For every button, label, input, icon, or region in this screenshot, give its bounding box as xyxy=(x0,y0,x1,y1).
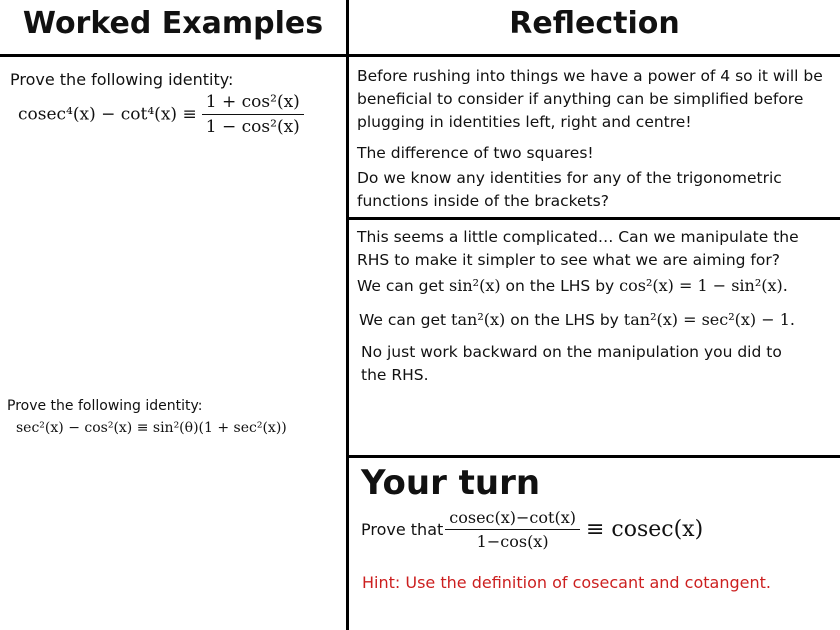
reflection2-p2-mid: on the LHS by xyxy=(505,277,615,295)
your-turn-title: Your turn xyxy=(361,463,541,503)
reflection2-paragraph1: This seems a little complicated… Can we … xyxy=(357,228,799,269)
your-turn-fraction: cosec(x)−cot(x) 1−cos(x) xyxy=(445,508,580,551)
reflection2-p3-mid: on the LHS by xyxy=(510,311,619,329)
reflection1-paragraph2: The difference of two squares! xyxy=(357,144,594,162)
reflection-heading: Reflection xyxy=(509,6,680,41)
your-turn-problem: Prove that cosec(x)−cot(x) 1−cos(x) ≡ co… xyxy=(361,508,703,551)
reflection2-p2-text: We can get xyxy=(357,277,445,295)
hint-text: Hint: Use the definition of cosecant and… xyxy=(362,573,771,592)
reflection-divider-2 xyxy=(349,455,840,458)
example1-prompt: Prove the following identity: xyxy=(10,70,234,89)
example2-identity: sec²(x) − cos²(x) ≡ sin²(θ)(1 + sec²(x)) xyxy=(16,420,287,436)
reflection1-paragraph3: Do we know any identities for any of the… xyxy=(357,169,782,210)
reflection2-paragraph4: No just work backward on the manipulatio… xyxy=(361,343,782,384)
reflection2-p3-math1: tan²(x) xyxy=(451,310,506,329)
reflection-divider-1 xyxy=(349,217,840,220)
example1-fraction: 1 + cos²(x) 1 − cos²(x) xyxy=(201,92,304,137)
reflection2-p3-text: We can get xyxy=(359,311,447,329)
prove-that-label: Prove that xyxy=(361,520,444,539)
reflection2-paragraph2: We can get sin²(x) on the LHS by cos²(x)… xyxy=(357,274,840,298)
example2-prompt: Prove the following identity: xyxy=(7,398,203,414)
reflection2-p3-math2: tan²(x) = sec²(x) − 1. xyxy=(623,310,795,329)
example1-numerator: 1 + cos²(x) xyxy=(201,92,304,115)
example1-lhs: cosec⁴(x) − cot⁴(x) ≡ xyxy=(18,104,197,125)
reflection1-paragraph1: Before rushing into things we have a pow… xyxy=(357,67,823,131)
your-turn-denominator: 1−cos(x) xyxy=(476,532,549,551)
worked-examples-heading: Worked Examples xyxy=(22,6,324,41)
reflection2-paragraph3: We can get tan²(x) on the LHS by tan²(x)… xyxy=(359,308,840,332)
example1-denominator: 1 − cos²(x) xyxy=(205,117,300,137)
reflection2-p2-math1: sin²(x) xyxy=(449,276,501,295)
column-divider xyxy=(346,0,349,630)
header-divider xyxy=(0,54,840,57)
your-turn-numerator: cosec(x)−cot(x) xyxy=(445,508,580,530)
reflection2-p2-math2: cos²(x) = 1 − sin²(x). xyxy=(619,276,788,295)
your-turn-rhs: ≡ cosec(x) xyxy=(585,517,704,542)
example1-identity: cosec⁴(x) − cot⁴(x) ≡ 1 + cos²(x) 1 − co… xyxy=(18,92,304,137)
